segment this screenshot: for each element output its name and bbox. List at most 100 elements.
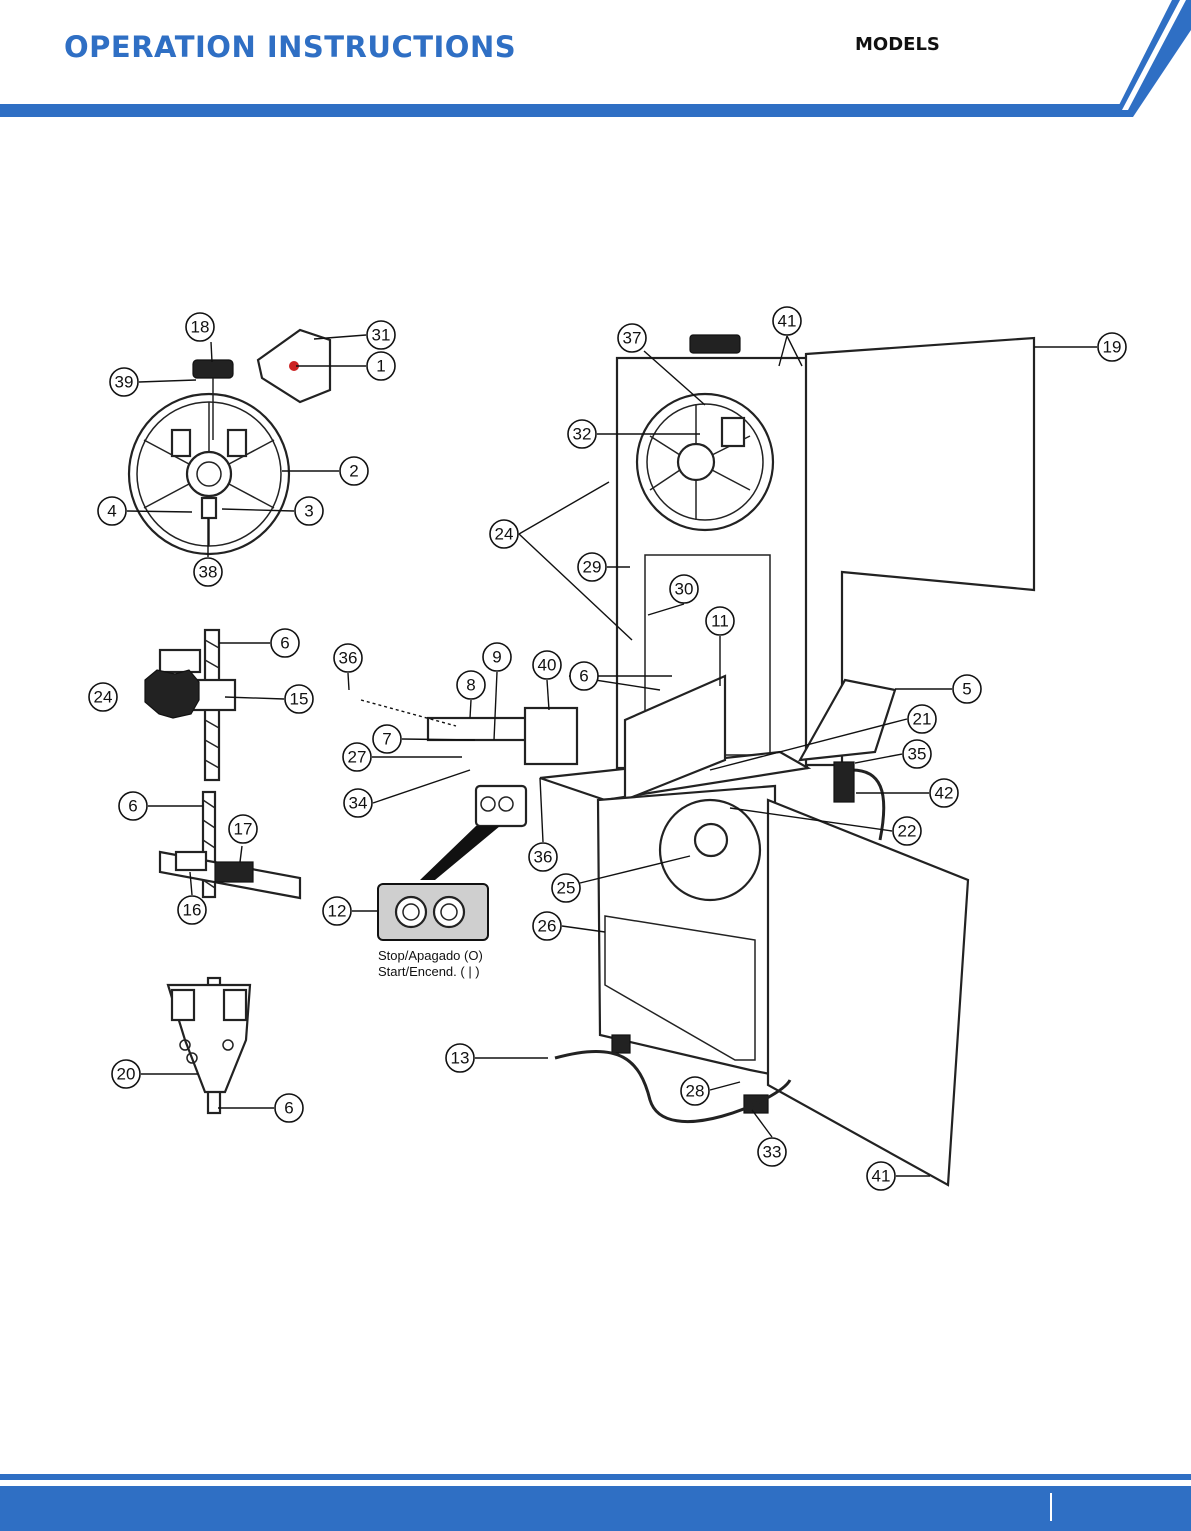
callout-32: 32 — [568, 420, 596, 448]
footer-divider — [1050, 1493, 1052, 1521]
callout-label: 3 — [304, 502, 313, 521]
callout-33: 33 — [758, 1138, 786, 1166]
callout-9: 9 — [483, 643, 511, 671]
callout-label: 22 — [898, 822, 917, 841]
callout-38: 38 — [194, 558, 222, 586]
callout-28: 28 — [681, 1077, 709, 1105]
header-bar — [0, 104, 1133, 117]
callout-label: 2 — [349, 462, 358, 481]
callout-5: 5 — [953, 675, 981, 703]
callout-37: 37 — [618, 324, 646, 352]
detail-blade-guide — [160, 792, 300, 898]
callout-label: 15 — [290, 690, 309, 709]
callout-30: 30 — [670, 575, 698, 603]
callout-4: 4 — [98, 497, 126, 525]
callout-label: 25 — [557, 879, 576, 898]
callout-18: 18 — [186, 313, 214, 341]
callout-19: 19 — [1098, 333, 1126, 361]
callout-13: 13 — [446, 1044, 474, 1072]
callout-label: 26 — [538, 917, 557, 936]
callout-label: 19 — [1103, 338, 1122, 357]
callout-21: 21 — [908, 705, 936, 733]
callout-6b: 6 — [119, 792, 147, 820]
callout-label: 6 — [128, 797, 137, 816]
footer-bar — [0, 1486, 1191, 1531]
callout-35: 35 — [903, 740, 931, 768]
callout-25: 25 — [552, 874, 580, 902]
callout-31: 31 — [367, 321, 395, 349]
callout-16: 16 — [178, 896, 206, 924]
callout-40: 40 — [533, 651, 561, 679]
callout-label: 28 — [686, 1082, 705, 1101]
callout-label: 7 — [382, 730, 391, 749]
callout-34: 34 — [344, 789, 372, 817]
callout-41b: 41 — [867, 1162, 895, 1190]
callout-36a: 36 — [334, 644, 362, 672]
callout-2: 2 — [340, 457, 368, 485]
callout-label: 34 — [349, 794, 368, 813]
callout-label: 32 — [573, 425, 592, 444]
callout-label: 29 — [583, 558, 602, 577]
callout-label: 31 — [372, 326, 391, 345]
callout-12: 12 — [323, 897, 351, 925]
callout-3: 3 — [295, 497, 323, 525]
callout-label: 24 — [94, 688, 113, 707]
switch-stop-label: Stop/Apagado (O) — [378, 948, 483, 963]
callout-label: 36 — [339, 649, 358, 668]
callout-6a: 6 — [271, 629, 299, 657]
callout-label: 5 — [962, 680, 971, 699]
callout-27: 27 — [343, 743, 371, 771]
detail-knob-guide — [145, 630, 235, 780]
callout-label: 24 — [495, 525, 514, 544]
callout-label: 27 — [348, 748, 367, 767]
callout-label: 18 — [191, 318, 210, 337]
callout-39: 39 — [110, 368, 138, 396]
callout-label: 13 — [451, 1049, 470, 1068]
footer-line — [0, 1474, 1191, 1480]
callout-15: 15 — [285, 685, 313, 713]
callout-20: 20 — [112, 1060, 140, 1088]
switch-start-label: Start/Encend. ( | ) — [378, 964, 480, 979]
callout-label: 41 — [872, 1167, 891, 1186]
callout-24a: 24 — [89, 683, 117, 711]
callout-1: 1 — [367, 352, 395, 380]
callout-22: 22 — [893, 817, 921, 845]
callout-6d: 6 — [570, 662, 598, 690]
callout-label: 41 — [778, 312, 797, 331]
callout-17: 17 — [229, 815, 257, 843]
callout-label: 17 — [234, 820, 253, 839]
callout-6c: 6 — [275, 1094, 303, 1122]
callout-label: 35 — [908, 745, 927, 764]
callout-7: 7 — [373, 725, 401, 753]
callout-label: 20 — [117, 1065, 136, 1084]
callout-42: 42 — [930, 779, 958, 807]
callout-label: 36 — [534, 848, 553, 867]
callout-label: 30 — [675, 580, 694, 599]
callout-label: 38 — [199, 563, 218, 582]
callout-label: 9 — [492, 648, 501, 667]
callout-label: 37 — [623, 329, 642, 348]
callout-24b: 24 — [490, 520, 518, 548]
callout-label: 11 — [711, 612, 729, 631]
callout-label: 8 — [466, 676, 475, 695]
callout-label: 33 — [763, 1143, 782, 1162]
callout-41a: 41 — [773, 307, 801, 335]
callout-label: 1 — [376, 357, 385, 376]
header-slash-inner — [1122, 0, 1186, 110]
callout-29: 29 — [578, 553, 606, 581]
callout-label: 42 — [935, 784, 954, 803]
callout-label: 39 — [115, 373, 134, 392]
callout-label: 6 — [579, 667, 588, 686]
callout-label: 6 — [284, 1099, 293, 1118]
callout-label: 4 — [107, 502, 116, 521]
callout-26: 26 — [533, 912, 561, 940]
detail-lower-guide — [168, 978, 250, 1113]
callout-label: 6 — [280, 634, 289, 653]
callout-label: 12 — [328, 902, 347, 921]
callout-label: 16 — [183, 901, 202, 920]
callout-11: 11 — [706, 607, 734, 635]
callout-36b: 36 — [529, 843, 557, 871]
callout-label: 40 — [538, 656, 557, 675]
